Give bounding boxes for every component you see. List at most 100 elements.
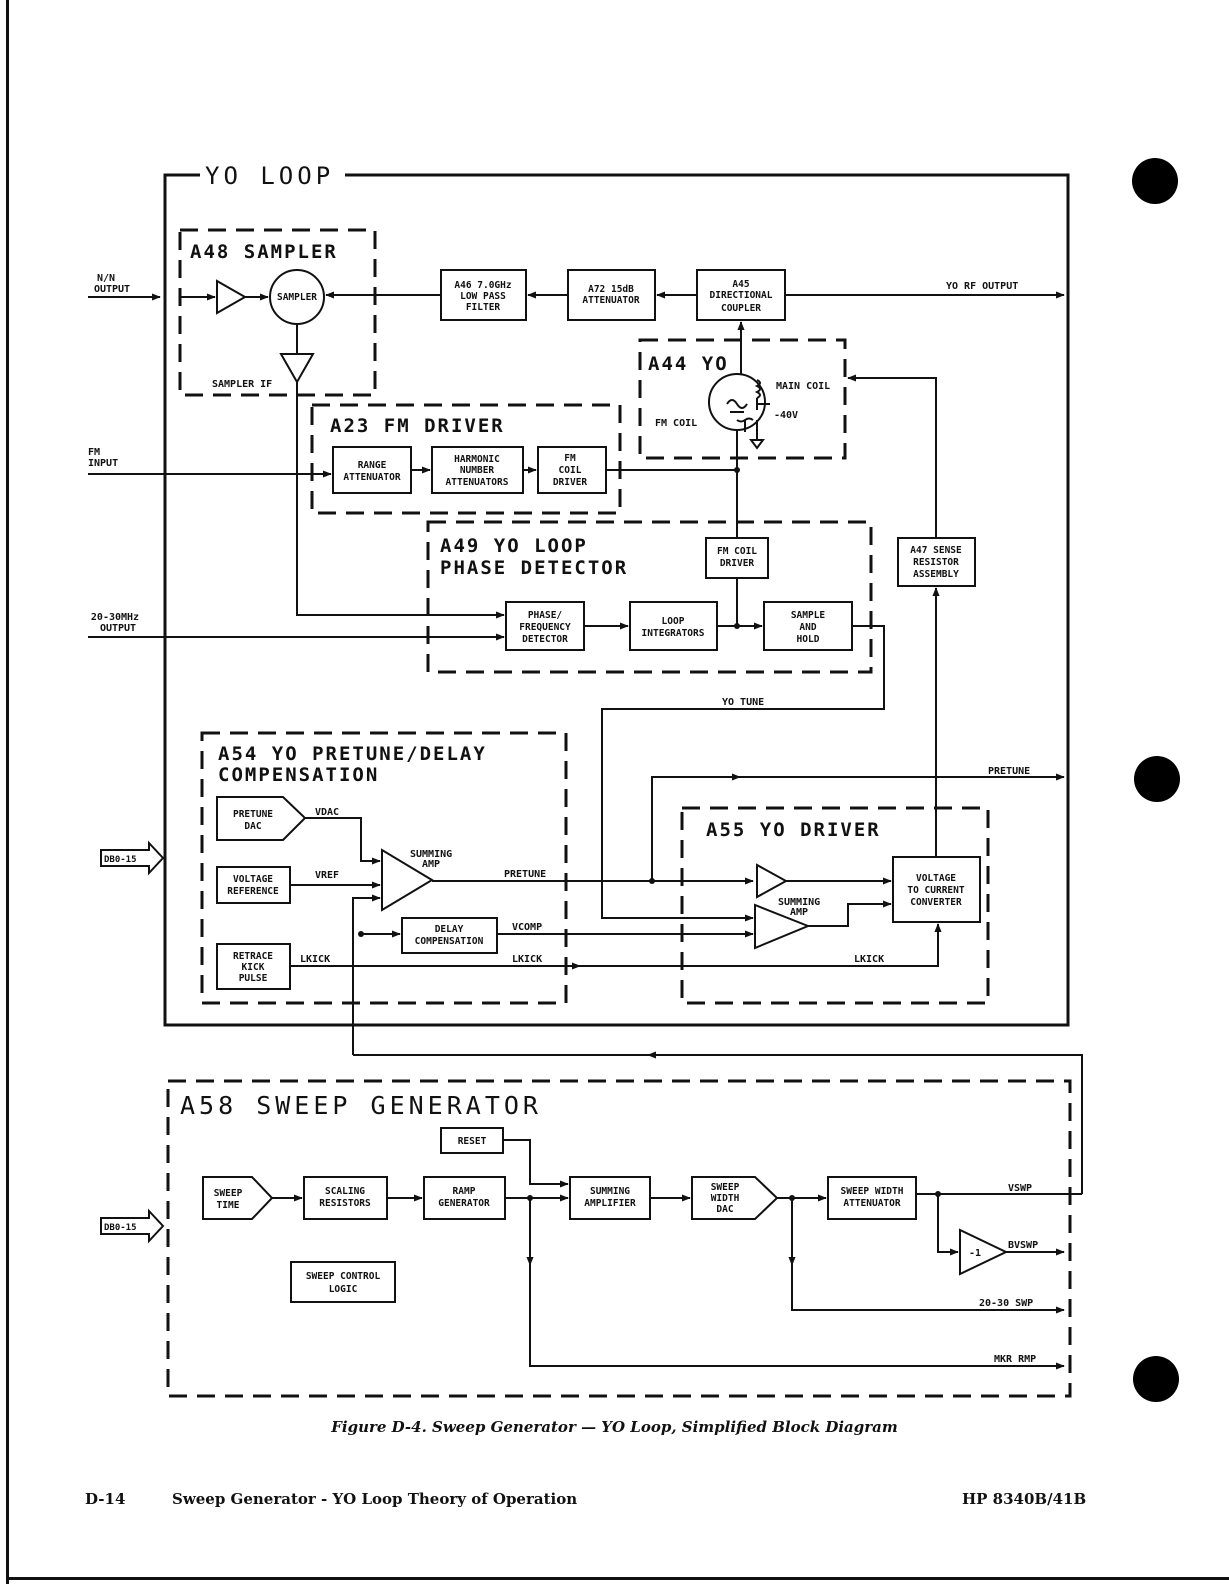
yo-oscillator-details bbox=[726, 379, 770, 450]
nn-output-line1: N/N bbox=[97, 273, 115, 284]
scaling-line2: RESISTORS bbox=[319, 1198, 371, 1209]
reset-label: RESET bbox=[458, 1136, 487, 1147]
yo-rf-output-label: YO RF OUTPUT bbox=[946, 281, 1018, 292]
scaling-line1: SCALING bbox=[325, 1186, 365, 1197]
signal-wiring bbox=[88, 291, 1083, 1370]
a44-title: A44 YO bbox=[648, 353, 729, 375]
a45-line2: DIRECTIONAL bbox=[710, 290, 773, 301]
yo-tune-label: YO TUNE bbox=[722, 697, 764, 708]
fm-coil-label: FM COIL bbox=[655, 418, 697, 429]
out-2030-line2: OUTPUT bbox=[100, 623, 136, 634]
range-att-line1: RANGE bbox=[358, 460, 387, 471]
lkick-label-1: LKICK bbox=[300, 954, 330, 965]
fm-driver-a49-line2: DRIVER bbox=[720, 558, 755, 569]
a45-line1: A45 bbox=[732, 279, 749, 290]
retrace-line2: KICK bbox=[242, 962, 265, 973]
binder-hole-middle bbox=[1134, 756, 1180, 802]
fm-input-line1: FM bbox=[88, 447, 100, 458]
bvswp-label: BVSWP bbox=[1008, 1240, 1038, 1251]
figure-caption: Figure D-4. Sweep Generator — YO Loop, S… bbox=[331, 1418, 898, 1436]
retrace-line3: PULSE bbox=[239, 973, 268, 984]
vcomp-label: VCOMP bbox=[512, 922, 542, 933]
sweep-width-att-line2: ATTENUATOR bbox=[843, 1198, 900, 1209]
sweep-width-dac-line1: SWEEP bbox=[711, 1182, 740, 1193]
sampler-if-amp bbox=[279, 353, 315, 385]
inverter-amp bbox=[959, 1228, 1009, 1276]
pfd-line3: DETECTOR bbox=[522, 634, 568, 645]
a58-frame bbox=[166, 1079, 1072, 1398]
footer-page-number: D-14 bbox=[85, 1490, 126, 1508]
sampler-if-label: SAMPLER IF bbox=[212, 379, 272, 390]
a55-title: A55 YO DRIVER bbox=[706, 819, 881, 841]
summing-amplifier-box bbox=[569, 1176, 651, 1220]
a58-title: A58 SWEEP GENERATOR bbox=[180, 1091, 542, 1120]
harmonic-line3: ATTENUATORS bbox=[446, 477, 509, 488]
sweep-time-block bbox=[202, 1176, 274, 1220]
a54-frame bbox=[200, 731, 568, 1005]
vref-box-line1: VOLTAGE bbox=[233, 874, 273, 885]
a54-summing-amp bbox=[381, 848, 434, 912]
a44-frame bbox=[638, 338, 847, 460]
pretune-dac-block bbox=[216, 796, 307, 841]
a23-title: A23 FM DRIVER bbox=[330, 415, 505, 437]
sampler-label: SAMPLER bbox=[277, 292, 317, 303]
lkick-label-2: LKICK bbox=[512, 954, 542, 965]
ramp-generator-box bbox=[423, 1176, 506, 1220]
lkick-a55-label: LKICK bbox=[854, 954, 884, 965]
v2i-line2: TO CURRENT bbox=[907, 885, 964, 896]
delay-comp-line1: DELAY bbox=[435, 924, 464, 935]
pretune-dac-line2: DAC bbox=[244, 821, 261, 832]
minus40v-label: -40V bbox=[774, 410, 798, 421]
sh-line1: SAMPLE bbox=[791, 610, 826, 621]
a55-summing-amp-line1: SUMMING bbox=[778, 897, 820, 908]
a55-buffer-amp bbox=[756, 863, 789, 899]
binder-hole-bottom bbox=[1133, 1356, 1179, 1402]
a46-lowpass-box bbox=[440, 269, 527, 321]
a72-line1: A72 15dB bbox=[588, 284, 634, 295]
loop-int-line1: LOOP bbox=[662, 616, 685, 627]
sweep-width-dac-line3: DAC bbox=[716, 1204, 733, 1215]
pfd-line2: FREQUENCY bbox=[519, 622, 571, 633]
a54-title-line1: A54 YO PRETUNE/DELAY bbox=[218, 743, 487, 765]
delay-compensation-box bbox=[401, 917, 498, 954]
a72-line2: ATTENUATOR bbox=[582, 295, 639, 306]
a47-line1: A47 SENSE bbox=[910, 545, 962, 556]
v2i-line1: VOLTAGE bbox=[916, 873, 956, 884]
a48-frame bbox=[178, 228, 377, 397]
a49-title-line2: PHASE DETECTOR bbox=[440, 557, 628, 579]
summing-amplifier-line2: AMPLIFIER bbox=[584, 1198, 636, 1209]
main-coil-label: MAIN COIL bbox=[776, 381, 830, 392]
fm-driver-a23-line3: DRIVER bbox=[553, 477, 588, 488]
sweep-width-att-line1: SWEEP WIDTH bbox=[841, 1186, 904, 1197]
v2i-line3: CONVERTER bbox=[910, 897, 962, 908]
inverter-label: -1 bbox=[969, 1248, 981, 1259]
a45-line3: COUPLER bbox=[721, 303, 761, 314]
voltage-reference-box bbox=[216, 866, 291, 904]
sweep-width-dac-line2: WIDTH bbox=[711, 1193, 740, 1204]
a47-sense-resistor-box bbox=[897, 537, 976, 587]
mkr-rmp-label: MKR RMP bbox=[994, 1354, 1036, 1365]
swp-2030-label: 20-30 SWP bbox=[979, 1298, 1033, 1309]
footer-model: HP 8340B/41B bbox=[962, 1490, 1087, 1508]
db-bus-label-bottom: DB0-15 bbox=[104, 1223, 137, 1233]
retrace-line1: RETRACE bbox=[233, 951, 273, 962]
db-bus-arrow-bottom bbox=[100, 1208, 165, 1244]
range-attenuator-box bbox=[332, 446, 412, 494]
harmonic-line1: HARMONIC bbox=[454, 454, 500, 465]
pretune-output-label: PRETUNE bbox=[988, 766, 1030, 777]
sh-line3: HOLD bbox=[797, 634, 820, 645]
a47-line2: RESISTOR bbox=[913, 557, 959, 568]
pfd-line1: PHASE/ bbox=[528, 610, 563, 621]
sweep-width-dac-block bbox=[691, 1176, 779, 1220]
ramp-line1: RAMP bbox=[453, 1186, 476, 1197]
fm-driver-a23-line2: COIL bbox=[559, 465, 582, 476]
a55-summing-amp bbox=[754, 903, 811, 950]
delay-comp-line2: COMPENSATION bbox=[415, 936, 484, 947]
out-2030-line1: 20-30MHz bbox=[91, 612, 139, 623]
a23-frame bbox=[310, 403, 622, 515]
sweep-width-attenuator-box bbox=[827, 1176, 917, 1220]
pretune-dac-line1: PRETUNE bbox=[233, 809, 273, 820]
fm-input-line2: INPUT bbox=[88, 458, 118, 469]
sweep-time-line2: TIME bbox=[217, 1200, 240, 1211]
